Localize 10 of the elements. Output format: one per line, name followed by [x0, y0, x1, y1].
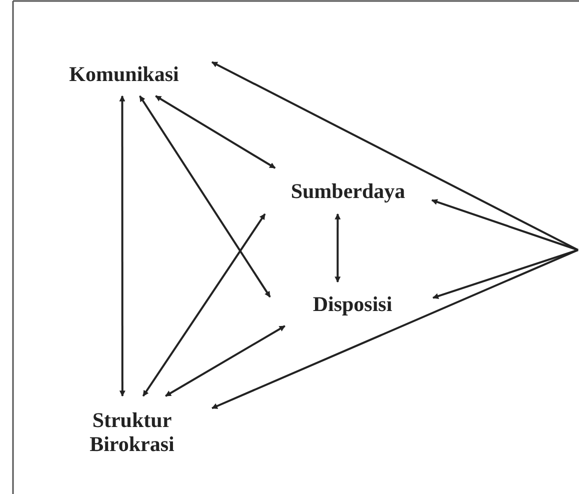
- arrow: [431, 199, 578, 251]
- arrow: [155, 95, 276, 169]
- arrow: [211, 249, 578, 410]
- arrow: [334, 213, 341, 283]
- arrow: [142, 213, 266, 397]
- arrow: [139, 95, 271, 298]
- arrow: [119, 95, 126, 397]
- arrow: [211, 61, 578, 251]
- arrow: [432, 249, 578, 299]
- arrow: [165, 325, 286, 397]
